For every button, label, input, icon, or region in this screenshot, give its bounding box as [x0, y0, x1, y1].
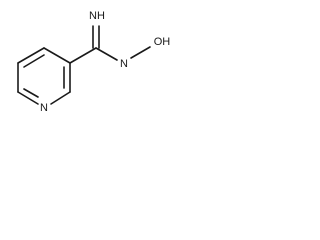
- ring-double-bond-c1-c2: [23, 54, 45, 68]
- amidoxime-structure: NH N OH N: [17, 10, 171, 114]
- bond-c-n: [95, 47, 118, 61]
- imine-nh-label: NH: [89, 10, 105, 22]
- hydroxyl-oh-label: OH: [154, 36, 171, 48]
- amine-n-label: N: [120, 58, 128, 70]
- ring-n-label: N: [40, 102, 48, 114]
- ring-bond-c1-c2: [17, 47, 45, 64]
- structure-canvas: NH N OH N: [0, 0, 200, 134]
- bond-ring-to-amidine-carbon: [69, 47, 97, 64]
- ring-bond-n-c5: [50, 91, 71, 105]
- ring-bond-c3-n: [17, 91, 39, 105]
- ring-bond-c6-c1: [43, 47, 71, 64]
- ring-double-bond-c3-n: [23, 88, 39, 98]
- bond-n-o: [130, 46, 151, 59]
